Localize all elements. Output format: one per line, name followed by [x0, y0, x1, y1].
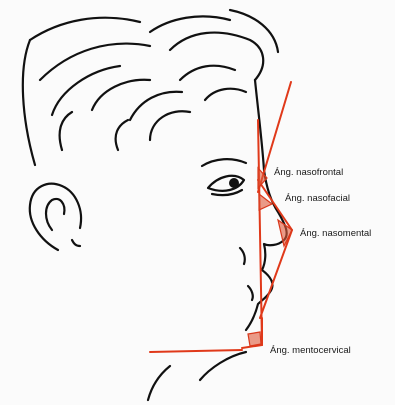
ear [30, 184, 81, 250]
hair-stroke [40, 44, 150, 80]
hair-stroke [116, 120, 128, 150]
eyebrow [202, 159, 246, 166]
ear-inner [46, 199, 64, 230]
hair-stroke [170, 33, 263, 80]
hair-stroke [30, 18, 140, 40]
label-nasofrontal: Áng. nasofrontal [274, 167, 343, 178]
hair-stroke [180, 66, 235, 80]
label-nasomental: Áng. nasomental [300, 228, 371, 239]
hair-stroke [150, 111, 190, 140]
lip-detail [240, 248, 245, 264]
lip-detail [248, 286, 253, 300]
pupil [229, 178, 239, 188]
hair-stroke [205, 89, 246, 100]
head-sketch [23, 10, 287, 400]
hair-stroke [230, 10, 278, 52]
neck-line [200, 352, 246, 380]
label-mentocervical: Áng. mentocervical [270, 345, 351, 356]
hair-stroke [130, 92, 182, 120]
mentocervical-angle-marker [248, 332, 261, 346]
cervical-line-lower [150, 350, 242, 352]
label-nasofacial: Áng. nasofacial [285, 193, 350, 204]
neck-line [148, 366, 170, 400]
hair-stroke [60, 112, 72, 150]
head-outline [23, 40, 35, 165]
angle-lines [150, 82, 292, 352]
ear-detail [72, 240, 80, 246]
hair-stroke [150, 16, 230, 32]
